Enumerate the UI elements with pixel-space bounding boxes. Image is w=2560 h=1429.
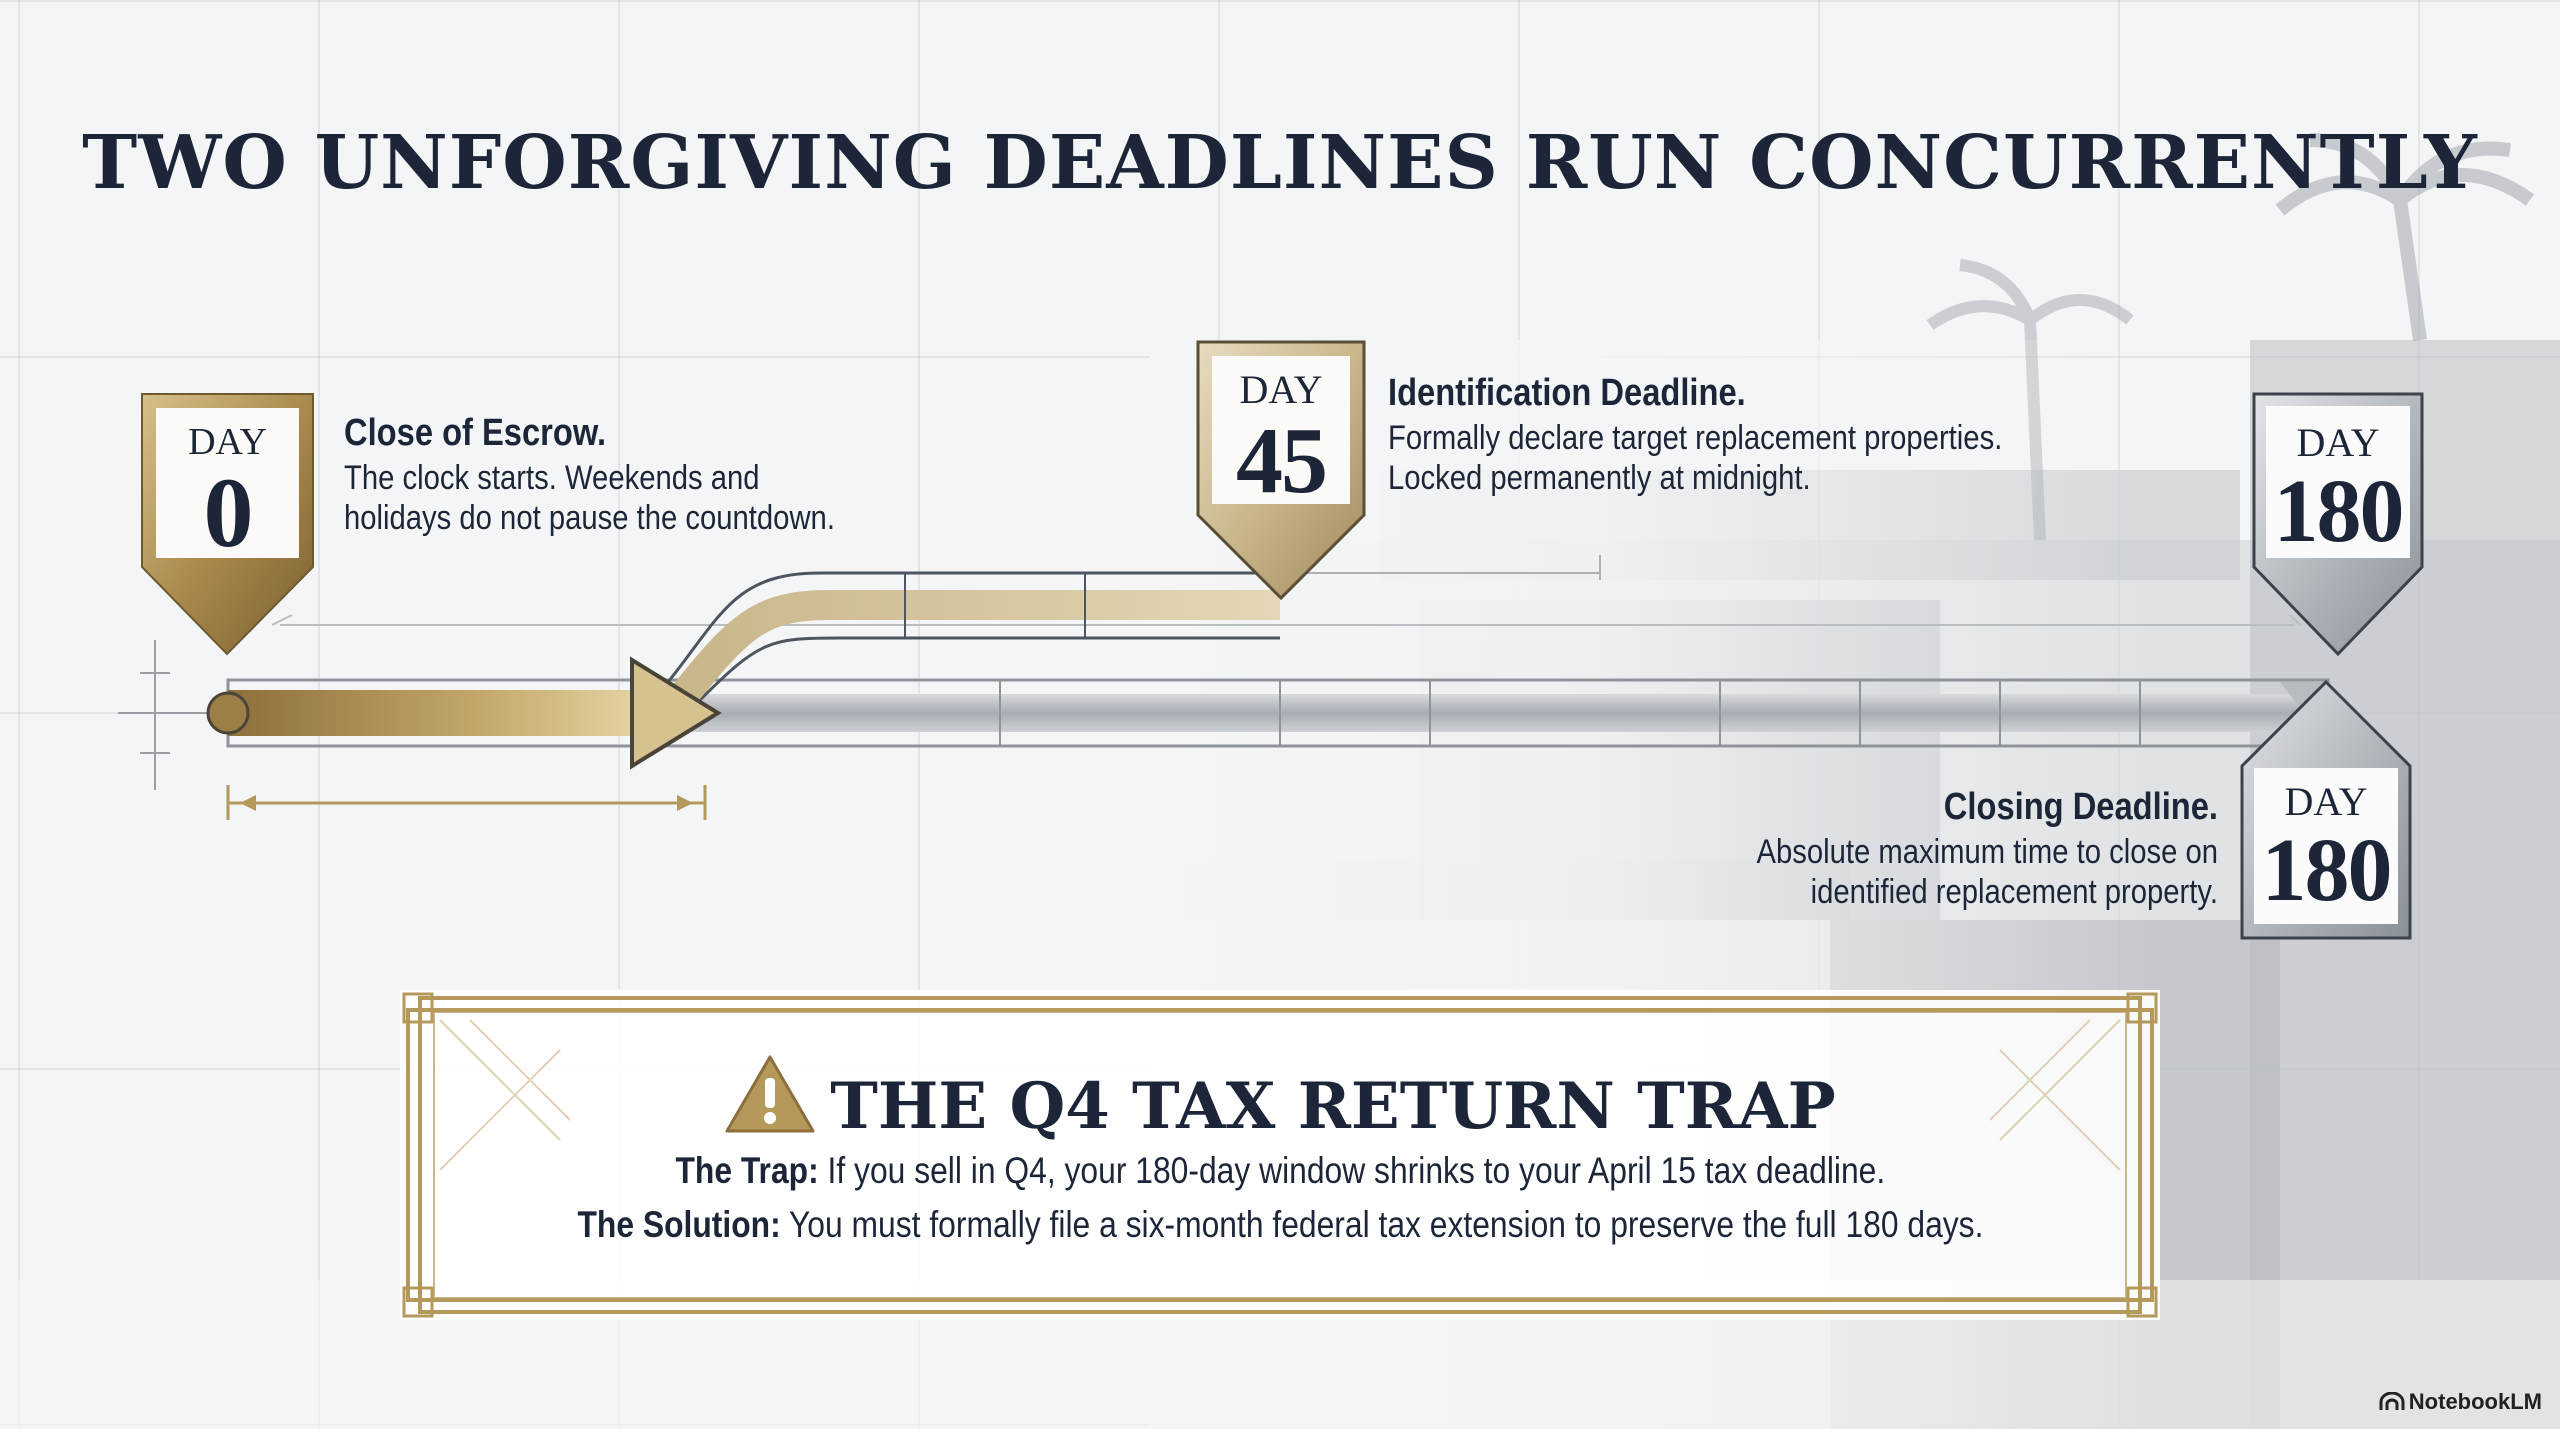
day-0-number: 0: [203, 457, 254, 568]
close-of-escrow-line-2: holidays do not pause the countdown.: [344, 499, 835, 538]
page-title: TWO UNFORGIVING DEADLINES RUN CONCURRENT…: [82, 120, 2478, 206]
day-180-bottom-word: DAY: [2284, 779, 2368, 824]
closing-deadline-line-1: Absolute maximum time to close on: [1756, 832, 2218, 871]
trap-label: The Trap:: [675, 1150, 819, 1191]
close-of-escrow-line-1: The clock starts. Weekends and: [344, 458, 760, 497]
identification-deadline-track: [658, 555, 1601, 710]
solution-line: The Solution: You must formally file a s…: [0, 1204, 2560, 1246]
identification-deadline-text: Identification Deadline. Formally declar…: [1388, 370, 2488, 499]
day-0-word: DAY: [188, 421, 267, 463]
day-180-top-number: 180: [2273, 462, 2405, 561]
day-180-bottom-number: 180: [2261, 821, 2393, 920]
tax-trap-title-text: THE Q4 TAX RETURN TRAP: [830, 1069, 1836, 1144]
day-180-bottom-tag: [2240, 680, 2412, 940]
notebooklm-text: NotebookLM: [2408, 1389, 2542, 1414]
close-of-escrow-heading: Close of Escrow.: [344, 412, 607, 454]
warning-icon: [725, 1055, 815, 1133]
escrow-progress-arrow: [206, 656, 722, 770]
day-180-bottom-label: DAY 180: [2254, 782, 2398, 916]
closing-deadline-heading: Closing Deadline.: [1943, 786, 2218, 828]
day-0-label: DAY 0: [156, 423, 299, 563]
day-45-word: DAY: [1239, 367, 1323, 412]
trap-description: If you sell in Q4, your 180-day window s…: [827, 1150, 1885, 1191]
closing-deadline-text: Closing Deadline. Absolute maximum time …: [1118, 784, 2218, 913]
identification-deadline-line-1: Formally declare target replacement prop…: [1388, 418, 2003, 457]
day-45-number: 45: [1236, 409, 1328, 513]
solution-description: You must formally file a six-month feder…: [788, 1204, 1983, 1245]
notebooklm-logo: NotebookLM: [2379, 1389, 2542, 1415]
day-180-top-word: DAY: [2296, 420, 2380, 465]
day-0-tag: [141, 393, 314, 656]
day-180-top-label: DAY 180: [2266, 423, 2410, 557]
identification-deadline-heading: Identification Deadline.: [1388, 372, 1746, 414]
crosshair-marker: [118, 640, 210, 790]
identification-deadline-line-2: Locked permanently at midnight.: [1388, 459, 1811, 498]
escrow-span-dimension: [226, 785, 707, 820]
day-45-tag: [1196, 340, 1366, 600]
tax-trap-callout-frame: [400, 990, 2160, 1320]
tax-trap-title: THE Q4 TAX RETURN TRAP: [0, 1054, 2560, 1144]
day-45-label: DAY 45: [1212, 367, 1350, 513]
notebooklm-icon: [2379, 1391, 2405, 1410]
solution-label: The Solution:: [576, 1204, 781, 1245]
closing-deadline-line-2: identified replacement property.: [1810, 873, 2218, 912]
close-of-escrow-text: Close of Escrow. The clock starts. Weeke…: [344, 410, 1444, 539]
day-180-top-tag: [2252, 392, 2424, 657]
trap-line: The Trap: If you sell in Q4, your 180-da…: [0, 1150, 2560, 1192]
closing-deadline-track: [226, 678, 2330, 748]
